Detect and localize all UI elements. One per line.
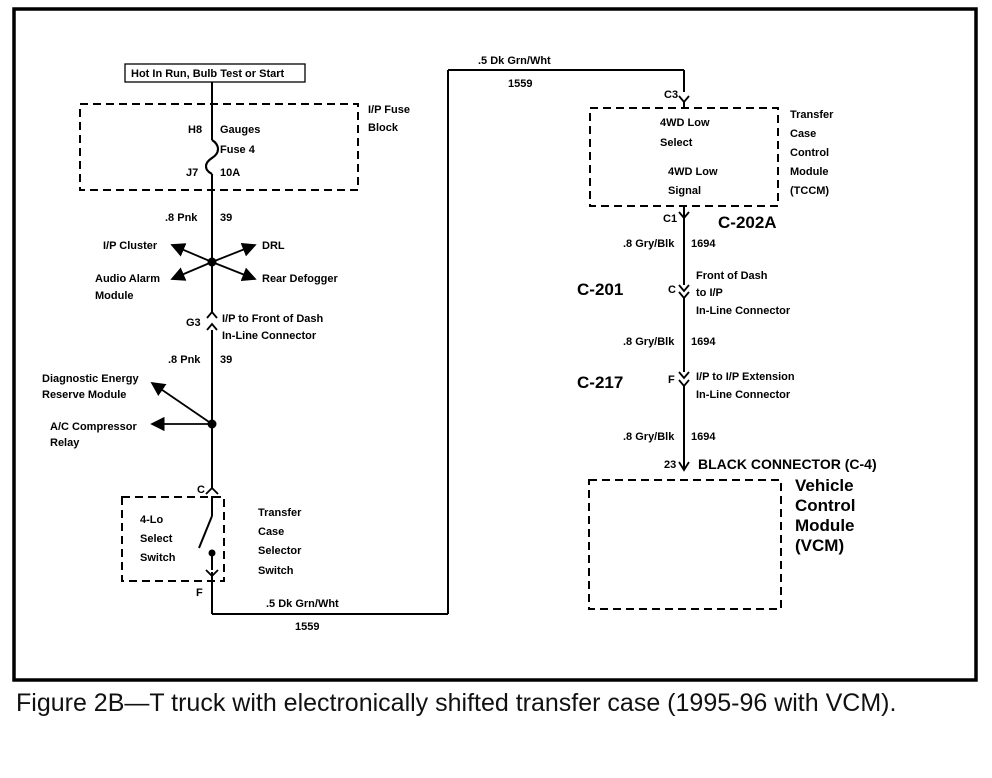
audio-alarm-label-2: Module [95,290,134,302]
wiring-diagram: Hot In Run, Bulb Test or Start I/P Fuse … [12,7,978,682]
f-pin-connector-icon [205,569,219,578]
c217-pin: F [668,374,675,386]
tccm-label-3: Control [790,147,829,159]
g3-label-2: In-Line Connector [222,330,317,342]
tccm-pin-top: C3 [664,89,678,101]
pnk-top-gauge: .8 Pnk [165,212,198,224]
figure-caption: Figure 2B—T truck with electronically sh… [16,689,897,717]
fuse-rating: 10A [220,167,240,179]
gry-1-gauge: .8 Gry/Blk [623,238,675,250]
switch-label-1: Transfer [258,507,302,519]
pnk-bottom-circuit: 39 [220,354,232,366]
tccm-pin-bottom: C1 [663,213,677,225]
tccm-inner-4: Signal [668,185,701,197]
switch-inner-1: 4-Lo [140,514,164,526]
vcm-label-2: Control [795,496,855,515]
fuse-name-2: Fuse 4 [220,144,256,156]
ac-relay-label-1: A/C Compressor [50,421,138,433]
left-feed-wire [205,69,685,615]
ac-relay-label-2: Relay [50,437,80,449]
c201-label: C-201 [577,280,623,299]
switch-pin-top: C [197,484,205,496]
fuse-pin-bottom: J7 [186,167,198,179]
tccm-label-1: Transfer [790,109,834,121]
tccm-inner-3: 4WD Low [668,166,718,178]
switch-pin-bottom: F [196,587,203,599]
audio-alarm-label-1: Audio Alarm [95,273,160,285]
fuse-block-box [79,103,359,191]
fuse-pin-top: H8 [188,124,202,136]
c201-desc-3: In-Line Connector [696,305,791,317]
c3-connector-icon [678,95,690,104]
tccm-label-2: Case [790,128,816,140]
c-pin-connector-icon [205,486,219,495]
tccm-label-4: Module [790,166,829,178]
rear-defogger-label: Rear Defogger [262,273,339,285]
g3-label-1: I/P to Front of Dash [222,313,324,325]
grn-bottom-circuit: 1559 [295,621,319,633]
vcm-label-4: (VCM) [795,536,844,555]
fuse-block-label-2: Block [368,122,399,134]
c202a-label: C-202A [718,213,777,232]
switch-inner-3: Switch [140,552,176,564]
tccm-inner-2: Select [660,137,693,149]
gry-3-circuit: 1694 [691,431,716,443]
splice-2-branches [150,381,213,432]
gry-2-gauge: .8 Gry/Blk [623,336,675,348]
c201-desc-1: Front of Dash [696,270,768,282]
tccm-inner-1: 4WD Low [660,117,710,129]
diag-energy-label-1: Diagnostic Energy [42,373,139,385]
fuse-name-1: Gauges [220,124,260,136]
selector-switch-box [121,496,225,582]
grn-top-circuit: 1559 [508,78,532,90]
pnk-bottom-gauge: .8 Pnk [168,354,201,366]
c217-label: C-217 [577,373,623,392]
g3-pin: G3 [186,317,201,329]
gry-1-circuit: 1694 [691,238,716,250]
splice-1-branches [170,242,257,282]
power-source-box [124,63,306,83]
fuse-icon [205,139,219,175]
c1-connector-icon [678,211,690,220]
vcm-connector-icon [678,461,690,472]
g3-connector-icon [206,310,218,331]
drl-label: DRL [262,240,285,252]
switch-label-4: Switch [258,565,294,577]
switch-inner-2: Select [140,533,173,545]
switch-contact-icon [198,496,216,570]
c201-pin: C [668,284,676,296]
vcm-label-3: Module [795,516,855,535]
vcm-box [588,479,782,610]
switch-label-3: Selector [258,545,302,557]
c217-connector-icon [678,371,690,388]
gry-2-circuit: 1694 [691,336,716,348]
pnk-top-circuit: 39 [220,212,232,224]
fuse-block-label-1: I/P Fuse [368,104,410,116]
c201-desc-2: to I/P [696,287,723,299]
switch-label-2: Case [258,526,284,538]
gry-3-gauge: .8 Gry/Blk [623,431,675,443]
vcm-connector-label: BLACK CONNECTOR (C-4) [698,456,877,472]
c201-connector-icon [678,284,690,300]
ip-cluster-label: I/P Cluster [103,240,158,252]
diagram-frame [12,7,978,682]
grn-top-gauge: .5 Dk Grn/Wht [478,55,551,67]
tccm-label-5: (TCCM) [790,185,829,197]
vcm-label-1: Vehicle [795,476,854,495]
vcm-pin: 23 [664,459,676,471]
grn-bottom-gauge: .5 Dk Grn/Wht [266,598,339,610]
c217-desc-2: In-Line Connector [696,389,791,401]
c217-desc-1: I/P to I/P Extension [696,371,795,383]
diag-energy-label-2: Reserve Module [42,389,126,401]
power-source-label: Hot In Run, Bulb Test or Start [131,68,285,80]
